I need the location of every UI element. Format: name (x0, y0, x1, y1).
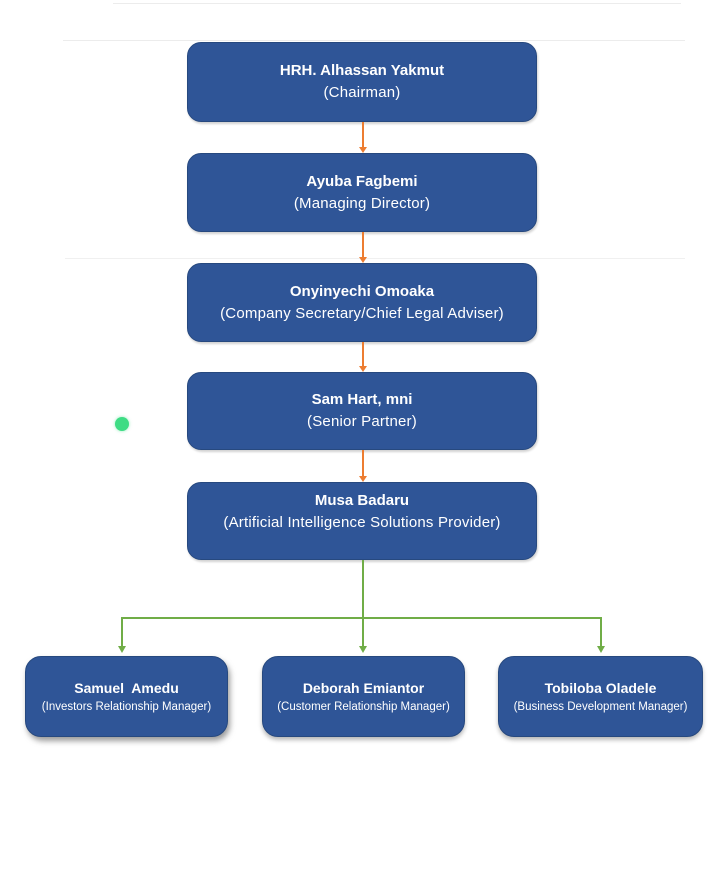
person-title: (Customer Relationship Manager) (277, 700, 450, 713)
person-name: Samuel Amedu (74, 679, 179, 696)
down-arrow-connector-4 (359, 450, 367, 482)
org-node-investors-relationship-manager: Samuel Amedu (Investors Relationship Man… (25, 656, 228, 737)
faint-divider-line-upper (63, 40, 685, 41)
green-connector-arrow-center (358, 619, 367, 653)
org-node-chairman: HRH. Alhassan Yakmut (Chairman) (187, 42, 537, 122)
down-arrow-connector-2 (359, 232, 367, 263)
person-title: (Artificial Intelligence Solutions Provi… (223, 514, 501, 531)
person-name: Onyinyechi Omoaka (289, 282, 435, 300)
person-title: (Company Secretary/Chief Legal Adviser) (220, 304, 504, 322)
green-connector-stem (362, 560, 364, 618)
person-title: (Managing Director) (293, 194, 431, 212)
person-title: (Investors Relationship Manager) (41, 700, 212, 713)
person-name: Sam Hart, mni (311, 391, 413, 408)
green-connector-arrow-right (596, 619, 605, 653)
person-name: Deborah Emiantor (302, 679, 425, 696)
org-node-customer-relationship-manager: Deborah Emiantor (Customer Relationship … (262, 656, 465, 737)
green-connector-arrow-left (117, 619, 126, 653)
person-title: (Business Development Manager) (513, 700, 688, 713)
down-arrow-connector-1 (359, 122, 367, 153)
org-node-managing-director: Ayuba Fagbemi (Managing Director) (187, 153, 537, 232)
org-node-ai-solutions-provider: Musa Badaru (Artificial Intelligence Sol… (187, 482, 537, 560)
org-node-senior-partner: Sam Hart, mni (Senior Partner) (187, 372, 537, 450)
org-node-business-development-manager: Tobiloba Oladele (Business Development M… (498, 656, 703, 737)
org-node-company-secretary: Onyinyechi Omoaka (Company Secretary/Chi… (187, 263, 537, 342)
green-dot (115, 417, 129, 431)
down-arrow-connector-3 (359, 342, 367, 372)
person-name: HRH. Alhassan Yakmut (279, 62, 445, 79)
person-name: Ayuba Fagbemi (306, 172, 418, 190)
green-connector-bar (121, 617, 602, 619)
faint-divider-line-top (113, 3, 681, 4)
person-name: Tobiloba Oladele (544, 679, 657, 696)
person-title: (Chairman) (323, 84, 401, 101)
faint-divider-line-middle (65, 258, 685, 259)
person-title: (Senior Partner) (307, 413, 417, 430)
person-name: Musa Badaru (314, 492, 410, 509)
